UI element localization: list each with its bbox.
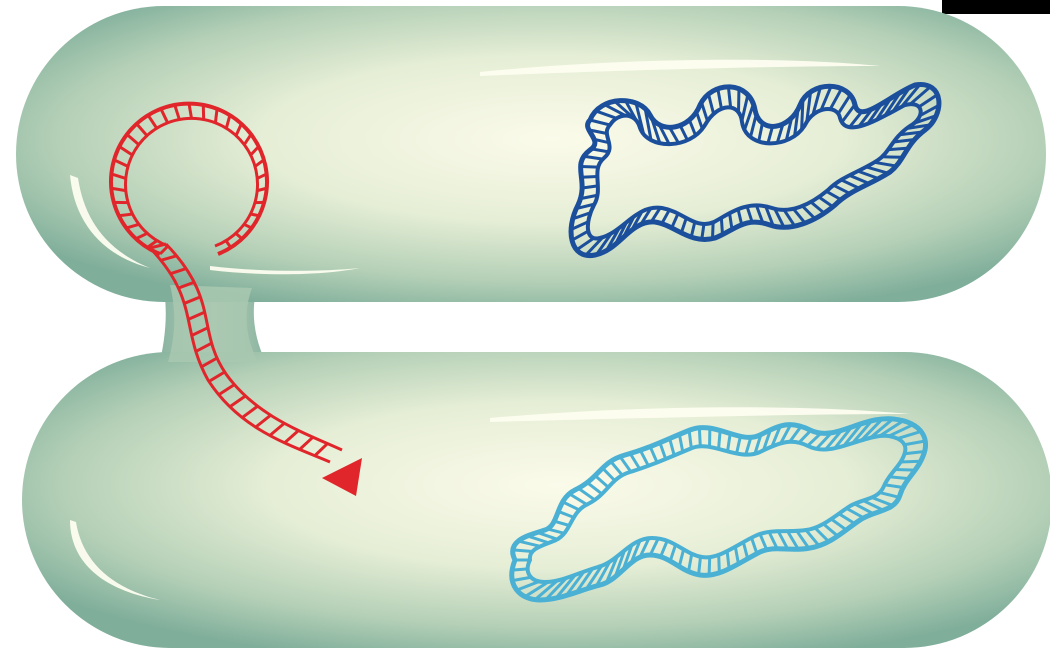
ladder-rung [699, 428, 700, 446]
ladder-rung [888, 148, 908, 150]
ladder-rung [901, 461, 921, 462]
ladder-rung [895, 469, 915, 470]
ladder-rung [513, 550, 533, 552]
ladder-rung [512, 569, 528, 570]
ladder-rung [581, 166, 599, 167]
ladder-rung [721, 218, 722, 235]
ladder-rung [215, 109, 217, 123]
ladder-rung [250, 214, 259, 216]
ladder-rung [727, 551, 729, 569]
ladder-rung [709, 557, 710, 575]
ladder-rung [882, 157, 902, 158]
ladder-rung [713, 222, 714, 238]
ladder-rung [719, 555, 720, 573]
ladder-rung [889, 477, 908, 479]
ladder-rung [119, 214, 133, 216]
ladder-rung [719, 430, 721, 448]
ladder-rung [802, 99, 803, 129]
ladder-rung [699, 557, 701, 575]
ladder-rung [581, 176, 597, 177]
ladder-rung [582, 186, 598, 188]
